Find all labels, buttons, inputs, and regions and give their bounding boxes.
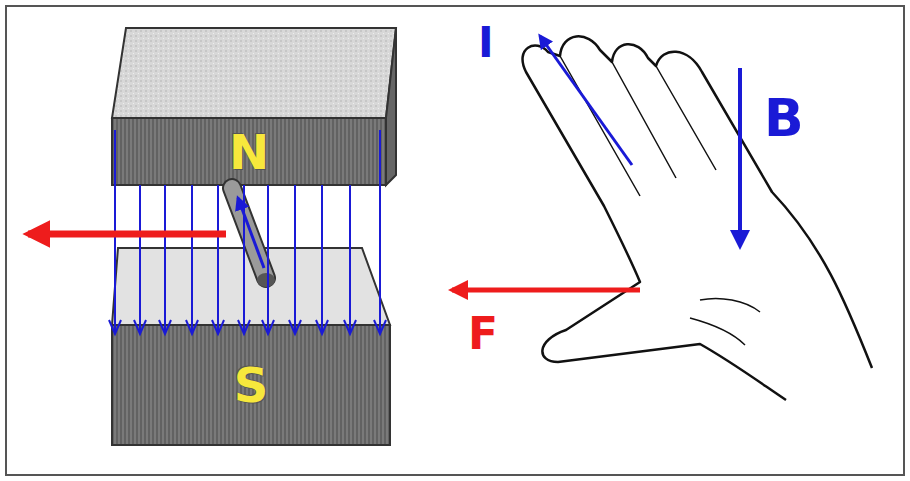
current-arrow (238, 198, 264, 268)
current-direction-arrow (540, 36, 632, 165)
field-direction-arrow (738, 68, 742, 246)
force-arrow (28, 231, 226, 238)
south-pole-box: S (112, 325, 390, 445)
field-label: B (764, 92, 804, 144)
north-pole-box: N (112, 118, 386, 185)
pole-letter: N (229, 128, 269, 176)
pole-letter: S (234, 361, 269, 409)
force-direction-arrow (452, 288, 640, 293)
force-label: F (468, 312, 498, 356)
wire (232, 188, 266, 278)
frame (6, 6, 904, 475)
north-pole-side (386, 28, 396, 185)
wire-outline (232, 188, 266, 278)
hand-outline (523, 36, 872, 400)
north-pole-top (112, 28, 396, 118)
south-pole-front (112, 325, 390, 445)
hand-detail (560, 56, 760, 345)
current-label: I (478, 22, 494, 64)
north-pole-front (112, 118, 386, 185)
wire-end (257, 273, 275, 287)
